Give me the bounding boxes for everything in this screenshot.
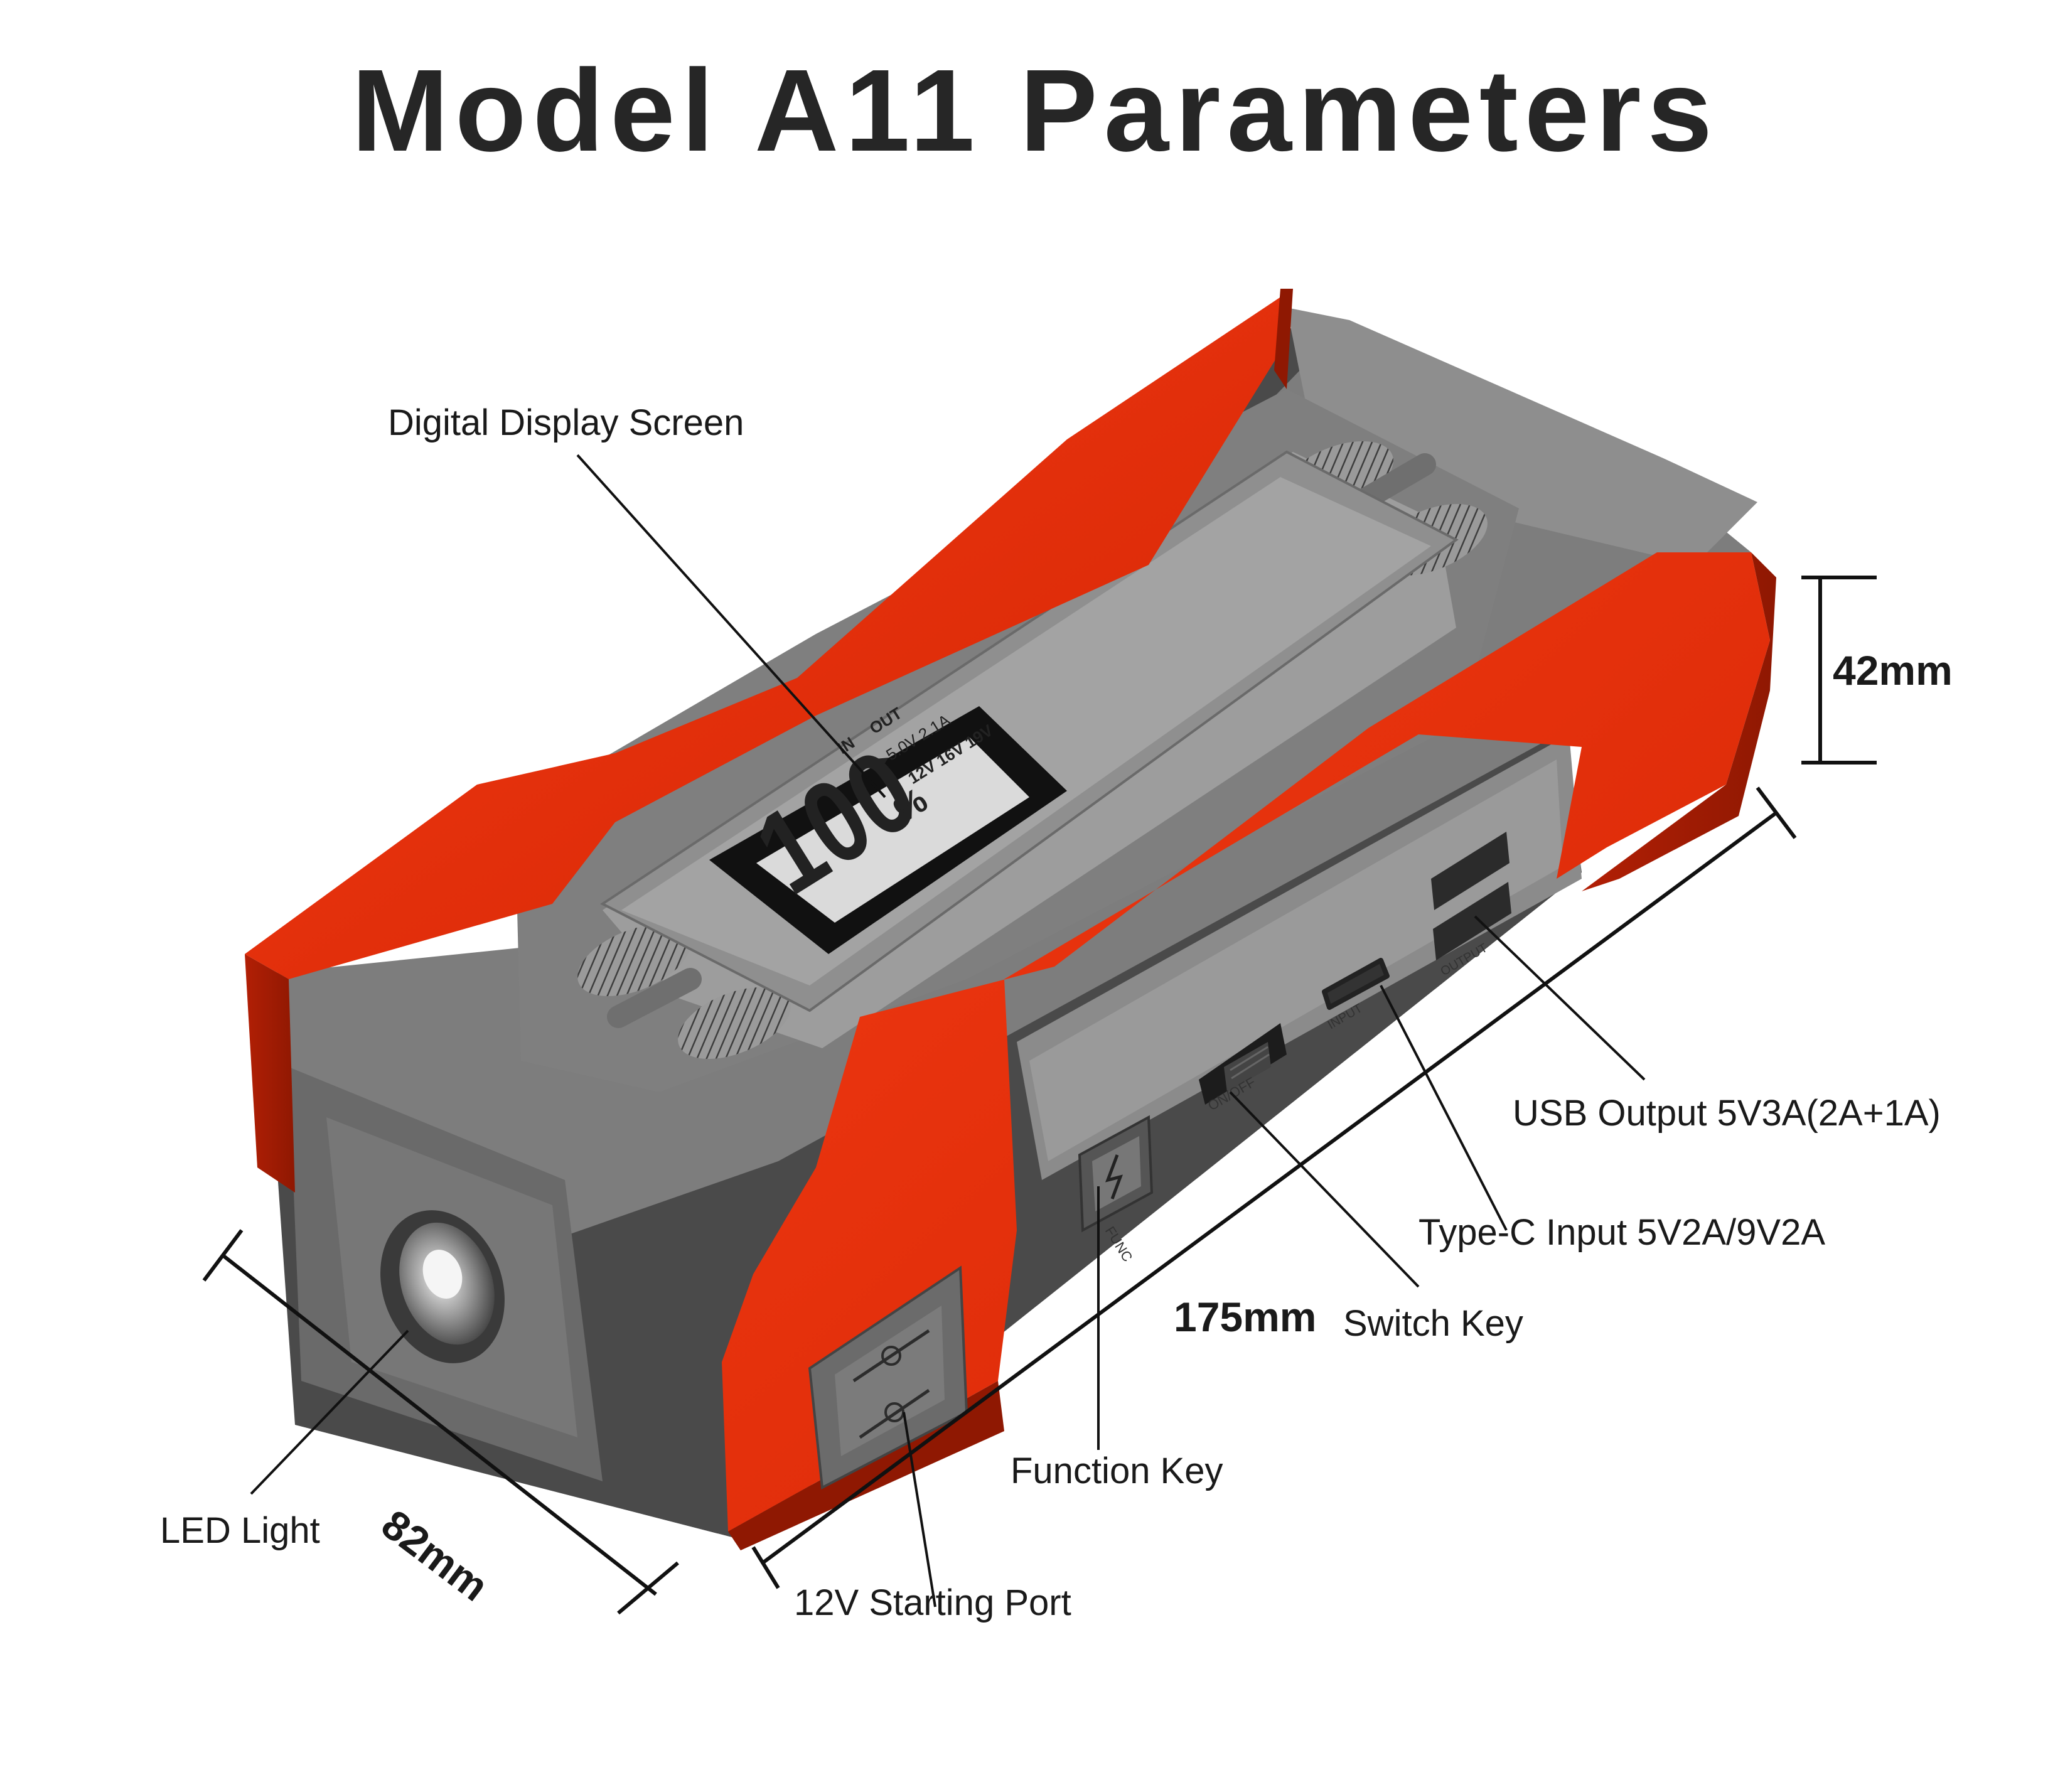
rear-red-bumper bbox=[245, 289, 1293, 1193]
page-title: Model A11 Parameters bbox=[351, 46, 1719, 176]
led-light-label: LED Light bbox=[160, 1510, 320, 1551]
usb-output-label: USB Output 5V3A(2A+1A) bbox=[1513, 1093, 1941, 1134]
callout-leaders bbox=[250, 454, 1646, 1607]
dimension-lines bbox=[202, 576, 1877, 1615]
starting-port bbox=[808, 1265, 968, 1490]
starting-port-label: 12V Starting Port bbox=[794, 1582, 1071, 1623]
led-light bbox=[380, 1210, 505, 1363]
function-key-label: Function Key bbox=[1011, 1451, 1223, 1491]
type-c-input-label: Type-C Input 5V2A/9V2A bbox=[1418, 1212, 1826, 1253]
height-dimension: 42mm bbox=[1833, 647, 1953, 694]
display-screen-label: Digital Display Screen bbox=[388, 402, 744, 443]
length-dimension: 175mm bbox=[1174, 1294, 1317, 1340]
switch-key-label: Switch Key bbox=[1343, 1303, 1523, 1344]
